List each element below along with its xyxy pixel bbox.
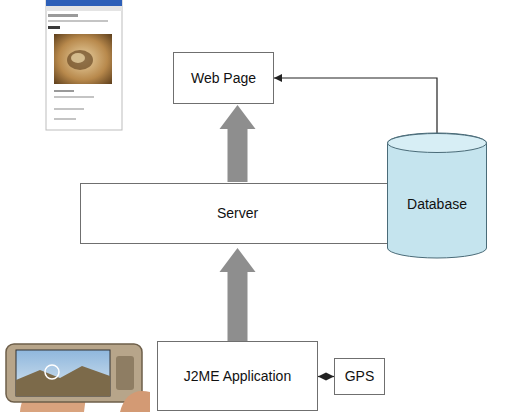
screenshot-photo-center (71, 53, 85, 63)
cylinder-top (388, 134, 487, 153)
node-label: GPS (345, 368, 375, 385)
node-label: Web Page (191, 70, 256, 87)
node-label: J2ME Application (184, 368, 291, 385)
database-cylinder: Database (387, 133, 487, 258)
screenshot-line (54, 118, 76, 120)
screenshot-photo-ring (67, 50, 93, 70)
screenshot-line (54, 90, 74, 92)
screenshot-titlebar (46, 0, 122, 6)
connector (220, 105, 256, 182)
phone-keys (116, 356, 134, 390)
screen-focus (45, 365, 59, 379)
node-label: Database (407, 196, 467, 213)
application-box: J2ME Application (157, 341, 318, 411)
screenshot-line (54, 96, 94, 98)
node-label: Server (217, 205, 258, 222)
phone-screen (16, 350, 110, 396)
block-arrow (220, 248, 256, 341)
server-box: Server (80, 183, 395, 244)
connector (318, 373, 334, 381)
arrow-head (326, 373, 334, 381)
phone-body (6, 344, 142, 402)
cylinder-body (388, 133, 487, 258)
connector-line (274, 78, 437, 133)
arrow-head (274, 74, 282, 82)
block-arrow (220, 105, 256, 182)
screenshot-line (48, 20, 108, 22)
screenshot-toolbar (46, 6, 122, 11)
arrow-head (318, 373, 326, 381)
screenshot-photo (54, 34, 112, 84)
cylinder-outline (387, 133, 487, 258)
screenshot-frame (46, 0, 122, 130)
gps-box: GPS (334, 358, 385, 395)
screenshot-heading (48, 26, 60, 29)
phone-photo (6, 344, 150, 412)
screenshot-line (54, 108, 84, 110)
web-page-box: Web Page (173, 52, 274, 104)
thumb (120, 391, 150, 412)
screen-landscape (16, 366, 110, 396)
connector (220, 248, 256, 341)
connector (274, 74, 437, 133)
web-page-screenshot (46, 0, 122, 130)
screenshot-line (48, 14, 78, 17)
